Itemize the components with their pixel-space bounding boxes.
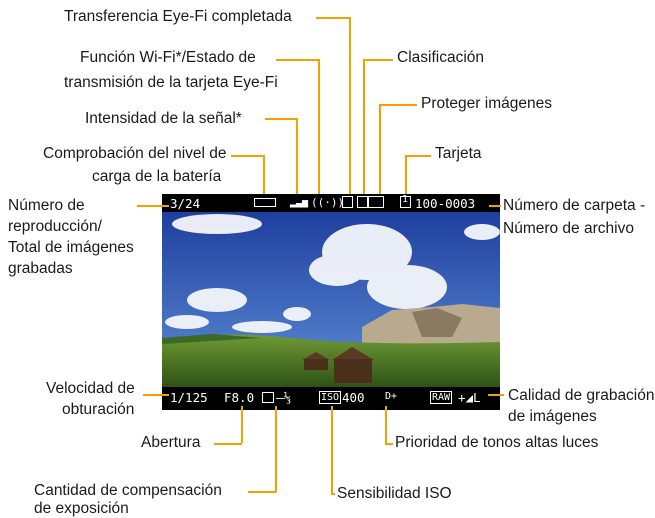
label-battery-1: Comprobación del nivel de: [43, 145, 227, 162]
leader-protect-h: [379, 104, 417, 106]
leader-aperture-v: [241, 406, 243, 443]
image-quality-value: +◢L: [458, 390, 481, 405]
label-playback-2: reproducción/: [8, 218, 102, 235]
label-eyefi-transfer: Transferencia Eye-Fi completada: [64, 8, 292, 25]
label-folder-2: Número de archivo: [503, 220, 634, 237]
camera-lcd-screen: 3/24 ▂▃▅ ((·)) 1 100-0003: [162, 194, 500, 410]
signal-strength-icon: ▂▃▅: [290, 197, 309, 208]
aperture-value: F8.0: [224, 390, 255, 405]
leader-classification-h: [363, 59, 393, 61]
iso-value: 400: [342, 390, 365, 405]
leader-wifi-v: [318, 59, 320, 194]
label-battery-2: carga de la batería: [92, 168, 222, 185]
leader-iso-h: [331, 493, 335, 495]
rating-icon: [357, 196, 368, 208]
label-iso: Sensibilidad ISO: [337, 485, 452, 502]
wifi-status-icon: ((·)): [311, 196, 345, 209]
label-protect: Proteger imágenes: [421, 95, 552, 112]
screen-bottom-bar: 1/125 F8.0 –⅓ ISO 400 D+ RAW +◢L: [162, 388, 500, 406]
leader-classification-v: [363, 59, 365, 194]
leader-card-v: [405, 155, 407, 194]
highlight-priority-value: D+: [385, 391, 398, 402]
leader-exposure-v: [275, 406, 277, 492]
label-wifi-status-1: Función Wi-Fi*/Estado de: [80, 49, 256, 66]
battery-icon: [254, 198, 276, 207]
eyefi-transfer-icon: [342, 196, 353, 208]
label-classification: Clasificación: [397, 49, 485, 66]
leader-card-h: [405, 155, 431, 157]
leader-eyefi-transfer-h: [316, 17, 350, 19]
leader-protect-v: [379, 104, 381, 194]
label-card: Tarjeta: [435, 145, 482, 162]
card-number: 1: [402, 194, 409, 205]
card-icon: 1: [400, 194, 411, 208]
leader-exposure-h: [248, 491, 276, 493]
leader-highlight-v: [385, 406, 387, 443]
label-highlight-priority: Prioridad de tonos altas luces: [395, 434, 599, 451]
exposure-comp-value: –⅓: [276, 390, 292, 405]
folder-file-number: 100-0003: [415, 196, 476, 211]
screen-top-bar: 3/24 ▂▃▅ ((·)) 1 100-0003: [162, 194, 500, 212]
label-playback-1: Número de: [8, 197, 85, 214]
label-exposure-comp-1: Cantidad de compensación: [34, 482, 222, 499]
leader-eyefi-transfer-v: [349, 17, 351, 194]
playback-count: 3/24: [170, 196, 201, 211]
label-shutter-2: obturación: [62, 401, 135, 418]
leader-signal-h: [265, 118, 297, 120]
raw-badge: RAW: [430, 391, 453, 404]
leader-playback-h: [137, 205, 169, 207]
leader-highlight-h: [385, 443, 393, 445]
label-signal-strength: Intensidad de la señal*: [85, 110, 242, 127]
leader-folder-h: [489, 205, 501, 207]
label-quality-1: Calidad de grabación: [508, 387, 655, 404]
label-playback-3: Total de imágenes: [8, 239, 134, 256]
label-folder-1: Número de carpeta -: [503, 197, 646, 214]
photo-landscape: [162, 212, 500, 387]
leader-aperture-h: [214, 443, 242, 445]
label-aperture: Abertura: [141, 434, 201, 451]
label-quality-2: de imágenes: [508, 408, 597, 425]
label-shutter-1: Velocidad de: [46, 380, 135, 397]
leader-signal-v: [296, 118, 298, 194]
leader-shutter-h: [143, 394, 169, 396]
label-playback-4: grabadas: [8, 260, 73, 277]
exposure-comp-icon: [262, 392, 274, 403]
iso-badge: ISO: [319, 391, 342, 404]
leader-iso-v: [331, 406, 333, 494]
leader-quality-h: [488, 394, 504, 396]
protect-icon: [368, 196, 384, 208]
label-exposure-comp-2: de exposición: [34, 500, 129, 517]
leader-battery-h: [231, 155, 264, 157]
leader-battery-v: [263, 155, 265, 194]
label-wifi-status-2: transmisión de la tarjeta Eye-Fi: [64, 74, 278, 91]
leader-wifi-h: [276, 59, 319, 61]
shutter-speed-value: 1/125: [170, 390, 208, 405]
